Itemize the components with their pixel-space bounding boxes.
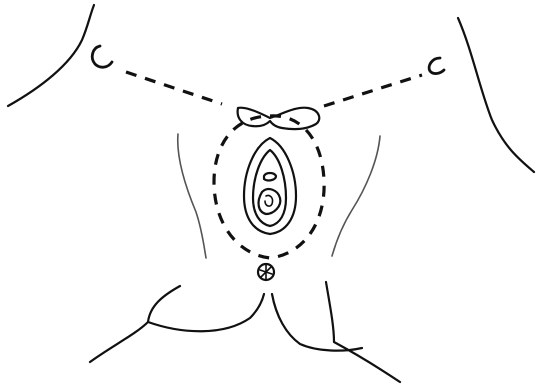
anus-detail bbox=[260, 265, 272, 279]
left-port-site-mark bbox=[92, 46, 112, 67]
right-labium-majus-outline bbox=[332, 136, 380, 256]
left-thigh-outline bbox=[8, 5, 94, 106]
left-dashed-incision-line bbox=[126, 72, 222, 104]
left-labium-majus-outline bbox=[178, 134, 206, 258]
clitoral-hood-outline bbox=[238, 108, 320, 130]
labia-minora-outer bbox=[244, 138, 296, 234]
right-dashed-incision-line bbox=[324, 75, 422, 106]
right-thigh-outline bbox=[458, 18, 534, 172]
right-port-site-mark bbox=[429, 58, 444, 74]
introitus-inner-detail bbox=[265, 195, 273, 206]
vaginal-introitus bbox=[259, 189, 281, 214]
left-buttock-outline bbox=[90, 286, 264, 362]
vulvar-dashed-incision bbox=[214, 116, 324, 258]
right-buttock-outline bbox=[272, 282, 400, 382]
urethral-opening bbox=[264, 173, 276, 180]
